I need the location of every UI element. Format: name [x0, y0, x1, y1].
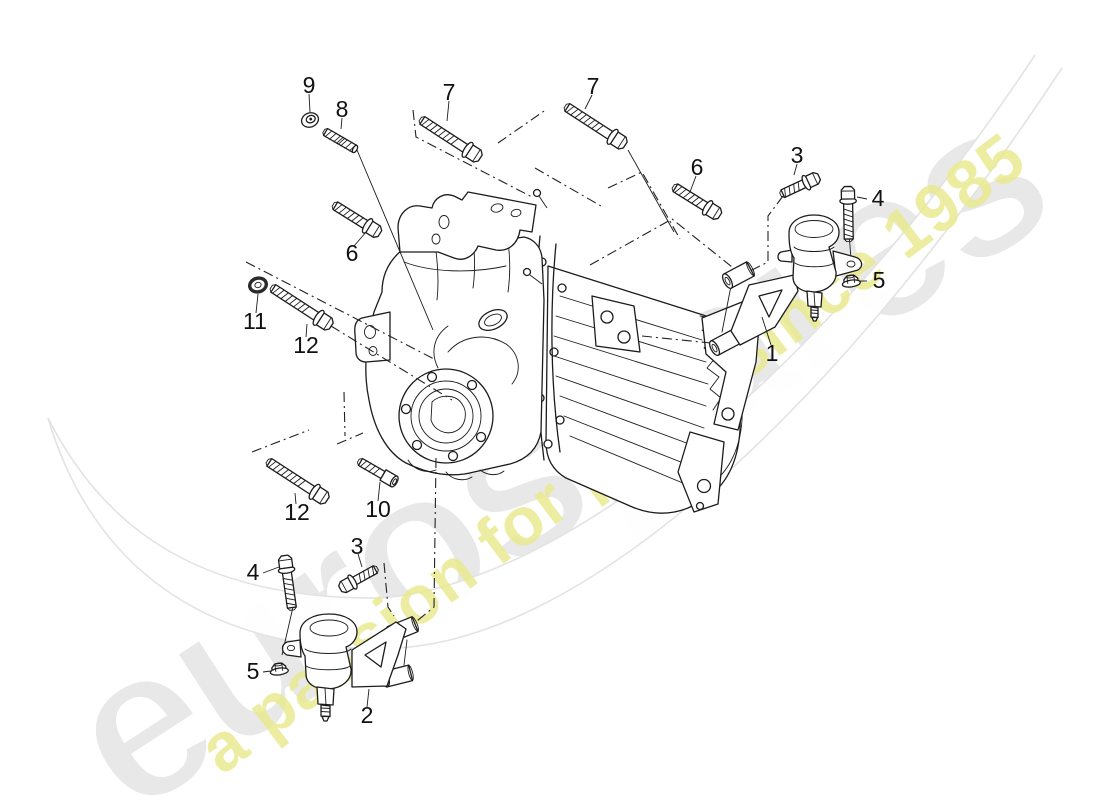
swoosh-upper-edge	[47, 54, 1036, 599]
callout-8: 8	[336, 96, 349, 122]
top-mount-bracket	[397, 191, 537, 260]
callout-7-right: 7	[587, 73, 600, 99]
callout-7-upper: 7	[443, 79, 456, 105]
bolt-7-right	[561, 99, 630, 152]
leader-line	[356, 149, 434, 331]
engine-mount-1	[706, 214, 863, 358]
bolt-7-upper	[416, 112, 485, 165]
callout-10: 10	[365, 496, 391, 522]
nut-9	[298, 109, 322, 131]
gearbox-drawing: 9 8 7 7 6 6 3 4 5 1 11 12 12 10 3 4 5 2	[243, 72, 885, 728]
callout-9: 9	[303, 72, 316, 98]
callout-12-upper: 12	[293, 332, 319, 358]
assembly-guides	[245, 108, 784, 626]
callout-5-right: 5	[873, 267, 886, 293]
callout-11: 11	[243, 308, 267, 334]
callout-4-left: 4	[247, 559, 260, 585]
swoosh-graphic	[47, 54, 1063, 650]
stud-8	[322, 127, 359, 154]
swoosh-lower-edge	[47, 67, 1063, 650]
callout-2: 2	[361, 702, 374, 728]
bolt-12-upper	[267, 280, 336, 333]
callout-4-right: 4	[872, 185, 885, 211]
clutch-housing	[354, 199, 545, 481]
callout-leaders	[255, 93, 868, 708]
callout-3-lower: 3	[351, 533, 364, 559]
stud-pin	[522, 267, 532, 277]
callout-12-lower: 12	[284, 499, 310, 525]
callout-6-right: 6	[691, 154, 704, 180]
callout-6-left: 6	[346, 240, 359, 266]
stud-pin	[532, 188, 542, 198]
engine-mount-2	[281, 613, 421, 722]
callout-3-right: 3	[791, 142, 804, 168]
bolt-6-left	[329, 197, 384, 240]
callout-5-left: 5	[247, 658, 260, 684]
leader-line	[627, 149, 675, 233]
bolt-6-right	[669, 179, 724, 222]
callout-1: 1	[766, 340, 779, 366]
washer-11	[246, 274, 270, 296]
callouts: 9 8 7 7 6 6 3 4 5 1 11 12 12 10 3 4 5 2	[243, 72, 885, 728]
